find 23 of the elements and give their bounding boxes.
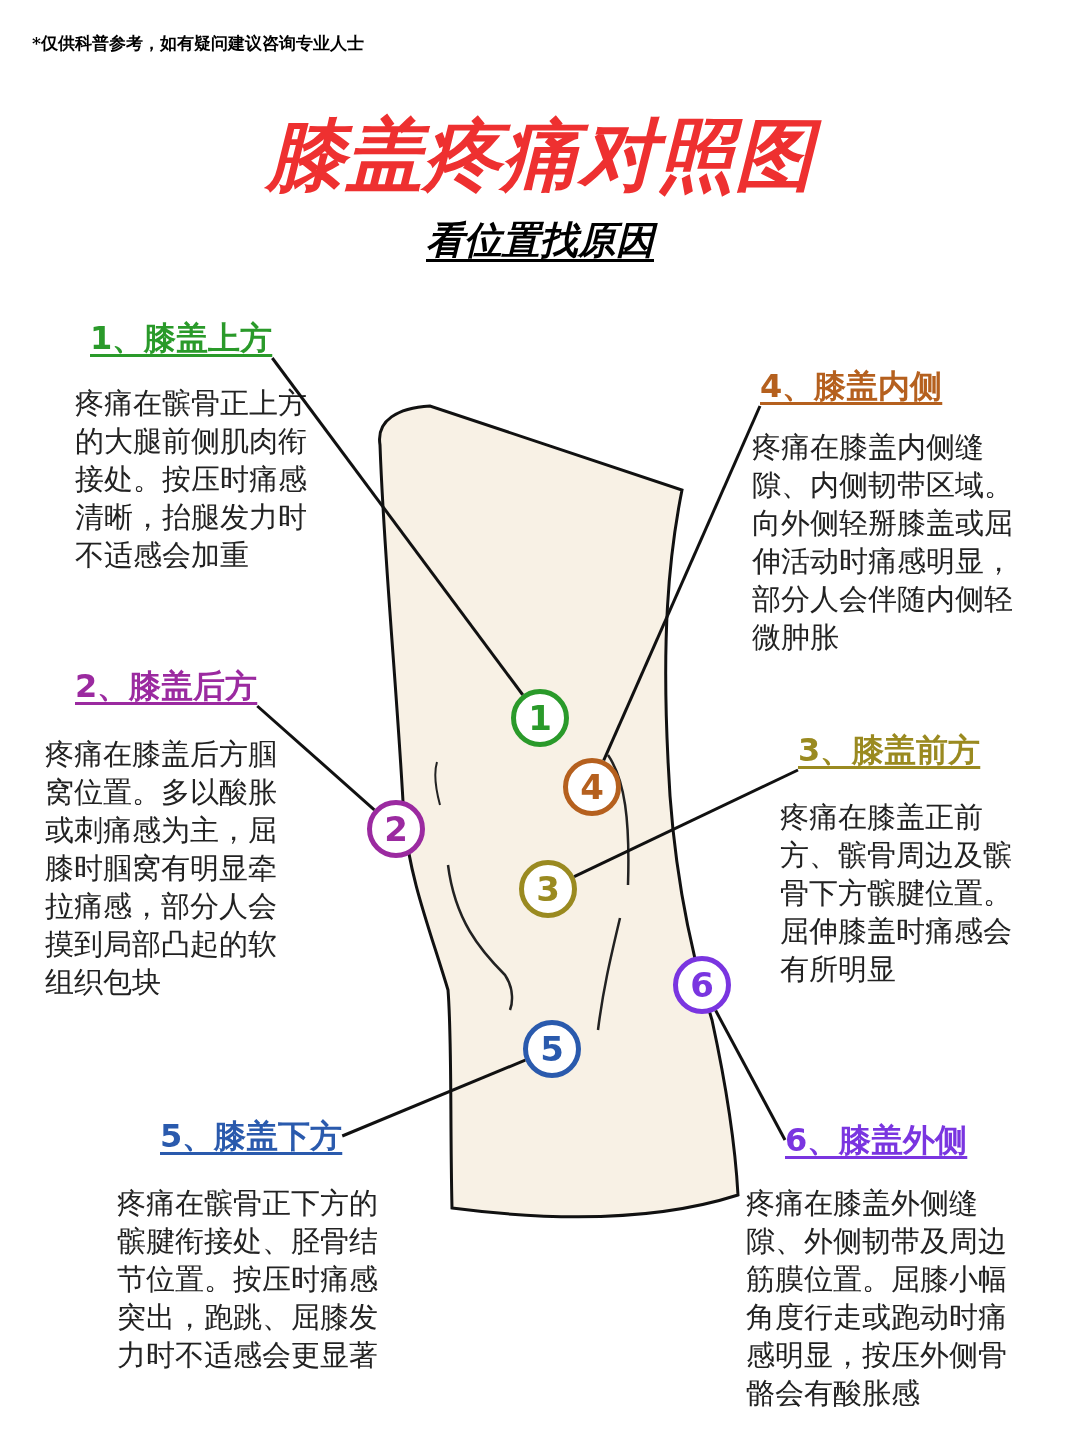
section-heading: 1、膝盖上方 — [90, 318, 273, 358]
section-heading: 2、膝盖后方 — [75, 666, 258, 706]
leader-line — [602, 405, 762, 762]
disclaimer-note: *仅供科普参考，如有疑问建议咨询专业人士 — [32, 32, 364, 55]
section-heading: 3、膝盖前方 — [798, 730, 981, 770]
section-heading: 6、膝盖外侧 — [785, 1120, 968, 1160]
leader-line — [341, 1058, 526, 1138]
description-text: 疼痛在膝盖外侧缝隙、外侧韧带及周边筋膜位置。屈膝小幅角度行走或跑动时痛感明显，按压外侧骨骼会有酸胀感 — [746, 1185, 1008, 1412]
title: 膝盖疼痛对照图 — [0, 105, 1080, 205]
leader-line — [271, 357, 524, 696]
description-text: 疼痛在膝盖后方腘窝位置。多以酸胀或刺痛感为主，屈膝时腘窝有明显牵拉痛感，部分人会摸到局部凸起的软组织包块 — [45, 736, 278, 1001]
description-text: 疼痛在膝盖正前方、髌骨周边及髌骨下方髌腱位置。屈伸膝盖时痛感会有所明显 — [780, 799, 1013, 988]
numbered-circle: 6 — [673, 956, 731, 1014]
numbered-circle: 2 — [367, 800, 425, 858]
leader-line — [573, 768, 799, 878]
subtitle: 看位置找原因 — [0, 215, 1080, 265]
section-heading: 4、膝盖内侧 — [760, 366, 943, 406]
leader-line — [714, 1009, 787, 1141]
section-heading: 5、膝盖下方 — [160, 1116, 343, 1156]
description-text: 疼痛在髌骨正上方的大腿前侧肌肉衔接处。按压时痛感清晰，抬腿发力时不适感会加重 — [75, 385, 308, 574]
description-text: 疼痛在膝盖内侧缝隙、内侧韧带区域。向外侧轻掰膝盖或屈伸活动时痛感明显，部分人会伴随内侧轻微肿胀 — [752, 429, 1014, 656]
leader-line — [256, 704, 376, 811]
description-text: 疼痛在髌骨正下方的髌腱衔接处、胫骨结节位置。按压时痛感突出，跑跳、屈膝发力时不适感会更显著 — [117, 1185, 379, 1374]
